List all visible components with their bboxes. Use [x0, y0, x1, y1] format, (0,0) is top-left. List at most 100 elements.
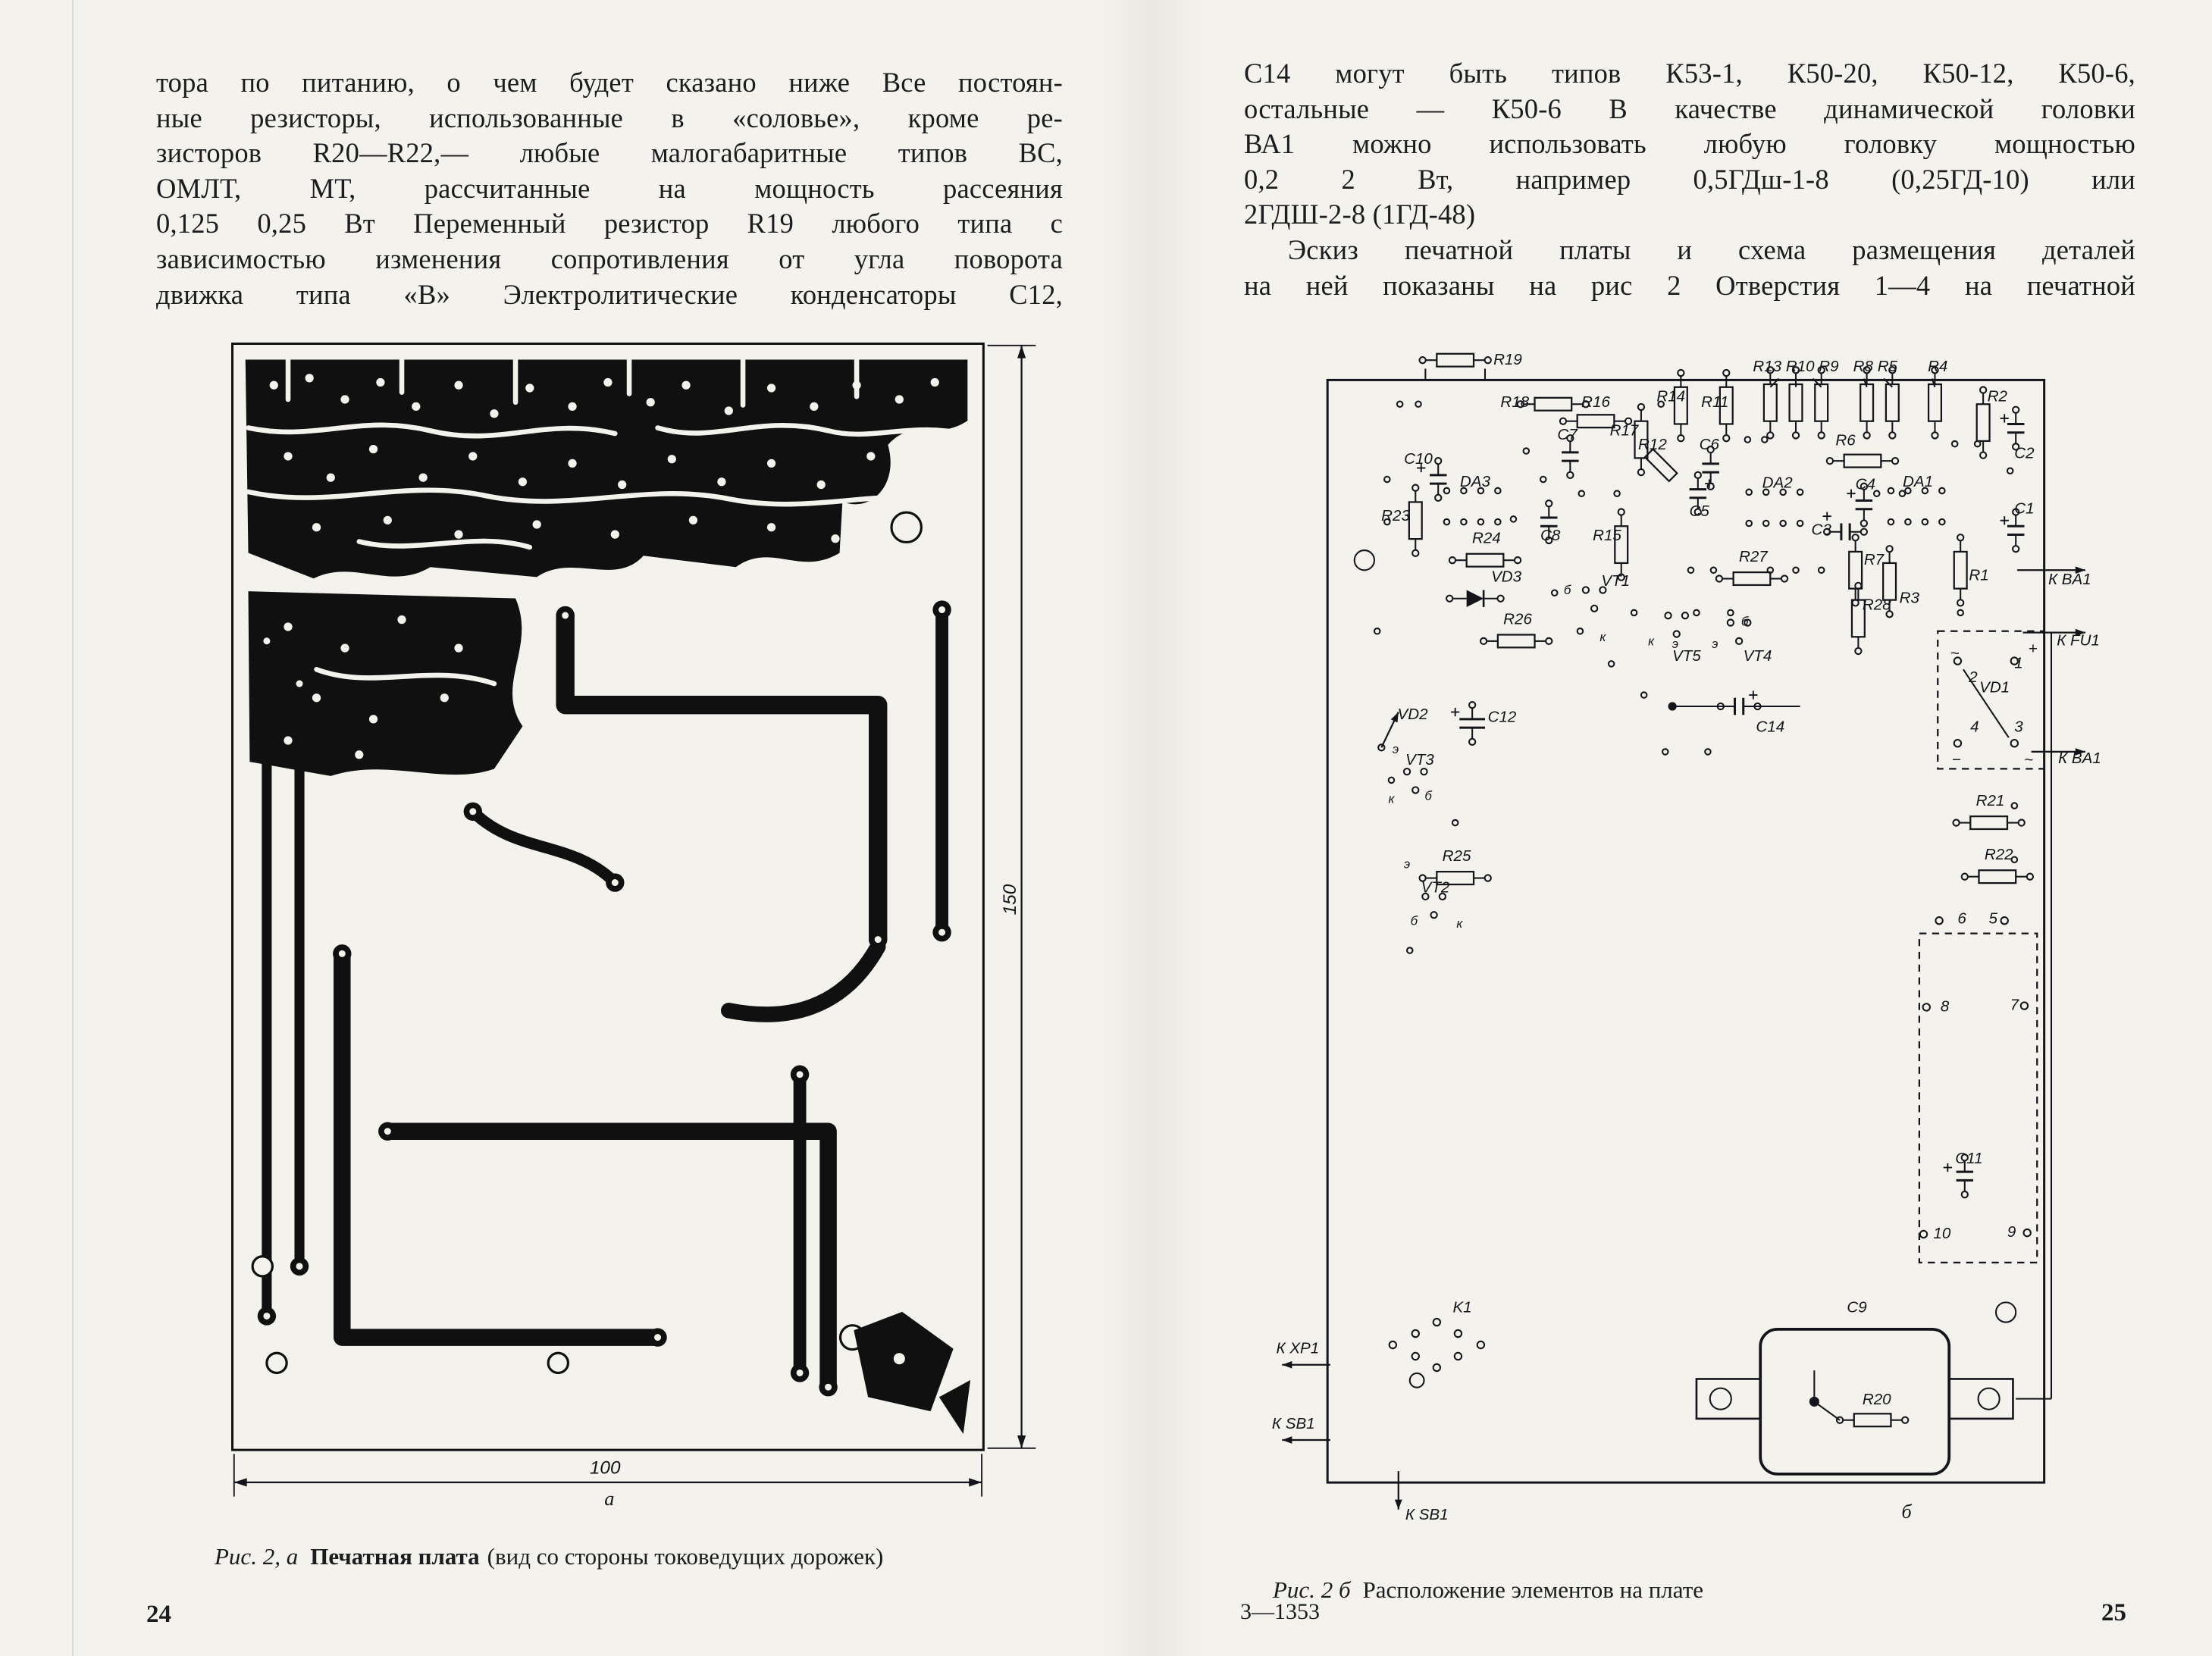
figure-label: R8 R5: [1853, 358, 1898, 375]
caption-number: Рис. 2 б: [1273, 1576, 1351, 1603]
scan-margin-line: [72, 0, 74, 1656]
figure-label: R15: [1593, 527, 1621, 544]
figure-label: DA1: [1903, 473, 1933, 490]
figure-label: R7: [1864, 551, 1885, 568]
figure-label: ~: [1950, 644, 1960, 662]
text-line: остальные — К50-6 В качестве динамическо…: [1244, 92, 2135, 124]
figure-label: C7: [1557, 426, 1578, 443]
figure-label: б: [1901, 1501, 1912, 1523]
text-line: 0,2 2 Вт, например 0,5ГДш-1-8 (0,25ГД-10…: [1244, 163, 2135, 195]
right-figure-caption: Рис. 2 б Расположение элементов на плате: [1273, 1574, 2145, 1605]
page-number-right: 25: [2101, 1599, 2126, 1626]
figure-label: э: [1393, 742, 1399, 756]
figure-label: R26: [1503, 610, 1532, 628]
figure-label: R2: [1988, 388, 2008, 405]
figure-label: C10: [1404, 450, 1433, 468]
figure-label: 2: [1968, 668, 1978, 686]
figure-label: C12: [1488, 709, 1517, 726]
figure-label: C1: [2014, 499, 2034, 517]
figure-label: VT3: [1405, 751, 1434, 769]
figure-label: К BA1: [2058, 750, 2101, 767]
figure-label: 10: [1933, 1225, 1950, 1242]
right-page-body-text: С14 могут быть типов К53-1, К50-20, К50-…: [1244, 56, 2135, 303]
figure-label: R12: [1638, 436, 1667, 453]
text-line: тора по питанию, о чем будет сказано ниж…: [156, 67, 1063, 98]
dimension-lines: [233, 344, 1036, 1497]
figure-label: R4: [1928, 358, 1947, 375]
figure-label: R24: [1472, 530, 1501, 547]
figure-label: R25: [1443, 847, 1471, 865]
figure-label: VT4: [1744, 647, 1772, 665]
figure-label: R20: [1863, 1391, 1891, 1408]
figure-label: К FU1: [2057, 632, 2100, 650]
figure-label: К SB1: [1272, 1415, 1315, 1432]
figure-label: C2: [2014, 444, 2035, 462]
figure-label: R27: [1739, 548, 1769, 565]
figure-label: R14: [1656, 388, 1685, 405]
figure-label: к: [1456, 916, 1463, 931]
figure-label: К XP1: [1276, 1340, 1319, 1357]
figure-label: э: [1712, 637, 1718, 651]
figure-label: C8: [1540, 527, 1561, 544]
figure-label: а: [604, 1488, 614, 1510]
caption-text: Расположение элементов на плате: [1362, 1576, 1704, 1603]
print-signature: 3—1353: [1240, 1599, 1320, 1624]
figure-label: VT5: [1672, 647, 1701, 665]
figure-label: R3: [1900, 589, 1920, 606]
text-line: движка типа «В» Электролитические конден…: [156, 278, 1063, 310]
text-line: Эскиз печатной платы и схема размещения …: [1288, 233, 2135, 265]
figure-label: R6: [1835, 432, 1856, 449]
figure-label: б: [1411, 913, 1418, 928]
figure-label: к: [1599, 630, 1606, 644]
figure-label: R13 R10 R9: [1753, 358, 1839, 375]
figure-label: R18: [1500, 393, 1529, 411]
text-line: С14 могут быть типов К53-1, К50-20, К50-…: [1244, 58, 2135, 89]
figure-label: R16: [1581, 393, 1610, 411]
figure-label: э: [1404, 856, 1410, 871]
figure-label: К SB1: [1405, 1506, 1449, 1523]
text-line: ные резисторы, использованные в «соловье…: [156, 102, 1063, 133]
figure-label: R21: [1976, 792, 2005, 809]
text-line: на ней показаны на рис 2 Отверстия 1—4 н…: [1244, 269, 2135, 301]
pcb-traces: [231, 343, 985, 1451]
text-line: зисторов R20—R22,— любые малогабаритные …: [156, 137, 1063, 169]
figure-label: VD3: [1491, 568, 1522, 585]
figure-label: C4: [1856, 476, 1875, 493]
text-line: зависимостью изменения сопротивления от …: [156, 243, 1063, 274]
figure-label: 100: [590, 1458, 621, 1479]
figure-label: 5: [1989, 909, 1998, 927]
figure-label: C11: [1955, 1150, 1982, 1167]
figure-label: б: [1741, 614, 1749, 628]
figure-label: R17: [1610, 421, 1640, 439]
pcb-artwork-figure: 150 100 а: [231, 343, 1036, 1510]
figure-label: ~: [2024, 751, 2033, 769]
text-line: 0,125 0,25 Вт Переменный резистор R19 лю…: [156, 208, 1063, 239]
figure-label: С9: [1847, 1298, 1867, 1316]
figure-label: 150: [1000, 884, 1020, 915]
figure-label: 6: [1957, 909, 1966, 927]
figure-label: R28: [1863, 596, 1891, 614]
figure-label: DA3: [1460, 473, 1491, 490]
figure-label: 3: [2014, 718, 2023, 736]
figure-label: VD1: [1979, 678, 2010, 696]
figure-label: C5: [1690, 502, 1710, 520]
page-gutter-shadow: [1099, 0, 1205, 1656]
figure-label: к: [1388, 791, 1395, 806]
figure-label: б: [1424, 789, 1432, 803]
figure-label: VT1: [1601, 572, 1630, 590]
figure-label: 9: [2007, 1223, 2016, 1241]
figure-label: VD2: [1398, 706, 1429, 723]
figure-label: 1: [2014, 654, 2022, 671]
figure-label: 4: [1970, 718, 1979, 736]
text-line: 2ГДШ-2-8 (1ГД-48): [1244, 199, 1476, 230]
figure-label: R23: [1381, 507, 1410, 524]
figure-label: −: [1952, 751, 1961, 769]
caption-title: Печатная плата: [310, 1543, 480, 1570]
component-symbols: [1282, 352, 2085, 1510]
figure-label: 7: [2010, 997, 2020, 1014]
figure-label: C6: [1700, 436, 1720, 453]
figure-label: 8: [1941, 998, 1950, 1016]
